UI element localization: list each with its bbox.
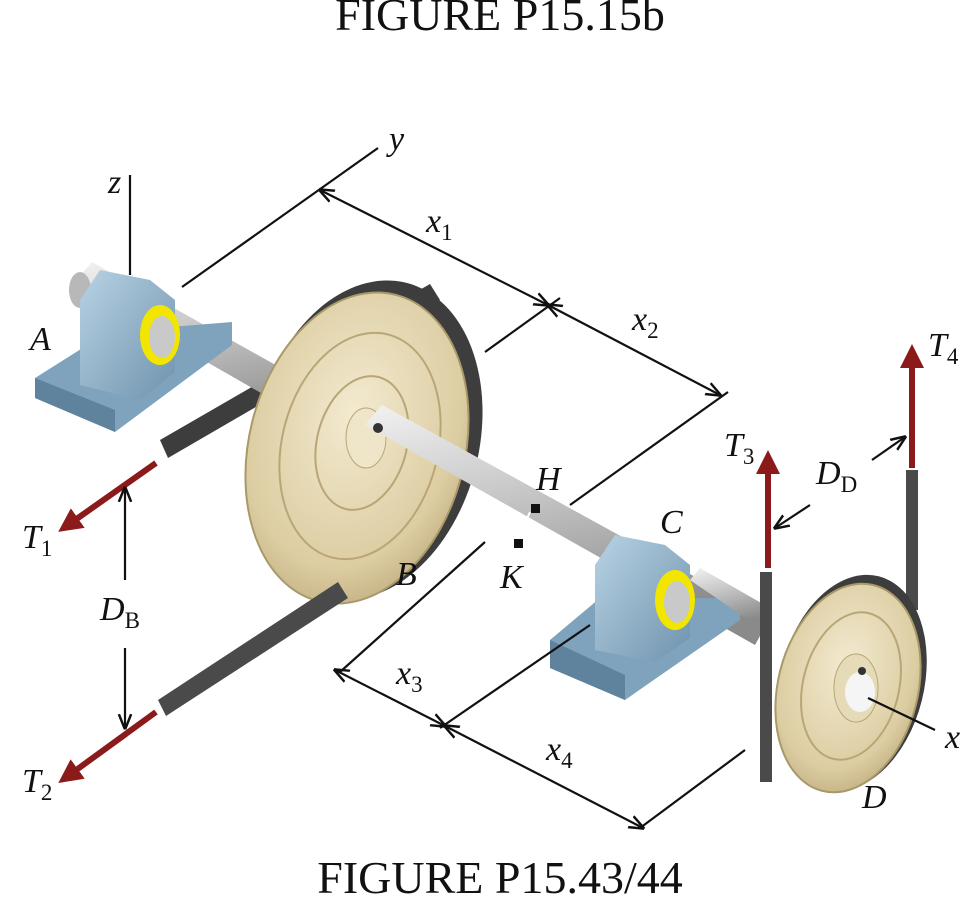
belt-lower-run xyxy=(158,582,348,716)
x-axis-line xyxy=(867,697,936,731)
label-point-h: H xyxy=(535,461,563,498)
pulley-d xyxy=(760,470,927,794)
label-db: DB xyxy=(99,591,140,633)
label-axis-z: z xyxy=(107,164,121,201)
point-k-marker xyxy=(514,539,523,548)
y-axis-line xyxy=(181,147,379,288)
label-axis-y: y xyxy=(386,121,405,158)
label-point-a: A xyxy=(28,321,51,358)
dd-dimension-left-arrow xyxy=(775,504,811,528)
label-x4: x4 xyxy=(545,731,573,773)
label-x2: x2 xyxy=(631,301,659,343)
section-line xyxy=(521,511,531,548)
label-x3: x3 xyxy=(395,655,423,697)
x2-extension-line xyxy=(569,391,729,506)
top-caption: FIGURE P15.15b xyxy=(335,0,665,40)
x4-extension-line xyxy=(439,624,591,729)
shaft-key-b xyxy=(373,423,383,433)
label-dd: DD xyxy=(815,455,857,497)
x3-extension-line xyxy=(339,541,486,673)
pulley-b xyxy=(244,280,483,605)
bearing-c xyxy=(550,535,740,700)
label-point-k: K xyxy=(499,559,525,596)
label-t2: T2 xyxy=(22,763,52,805)
label-x1: x1 xyxy=(425,203,453,245)
label-t1: T1 xyxy=(22,519,52,561)
x4-dimension-arrow xyxy=(445,726,643,828)
force-t2-arrow xyxy=(58,709,158,784)
label-t4: T4 xyxy=(928,327,959,369)
force-t1-arrow xyxy=(58,460,158,532)
bearing-a xyxy=(35,270,232,432)
label-point-b: B xyxy=(396,556,417,593)
x1-dimension-arrow xyxy=(320,190,548,305)
label-axis-x: x xyxy=(944,719,960,756)
label-point-d: D xyxy=(861,779,887,816)
x2-dimension-arrow xyxy=(548,305,720,395)
shaft-end-segment xyxy=(690,568,770,628)
bottom-caption: FIGURE P15.43/44 xyxy=(317,852,682,903)
label-point-c: C xyxy=(660,504,683,541)
dd-dimension-right-arrow xyxy=(871,437,905,461)
x3-dimension-arrow xyxy=(335,670,445,726)
x4-right-extension-line xyxy=(639,749,746,829)
point-h-marker xyxy=(531,504,540,513)
label-t3: T3 xyxy=(724,427,754,469)
